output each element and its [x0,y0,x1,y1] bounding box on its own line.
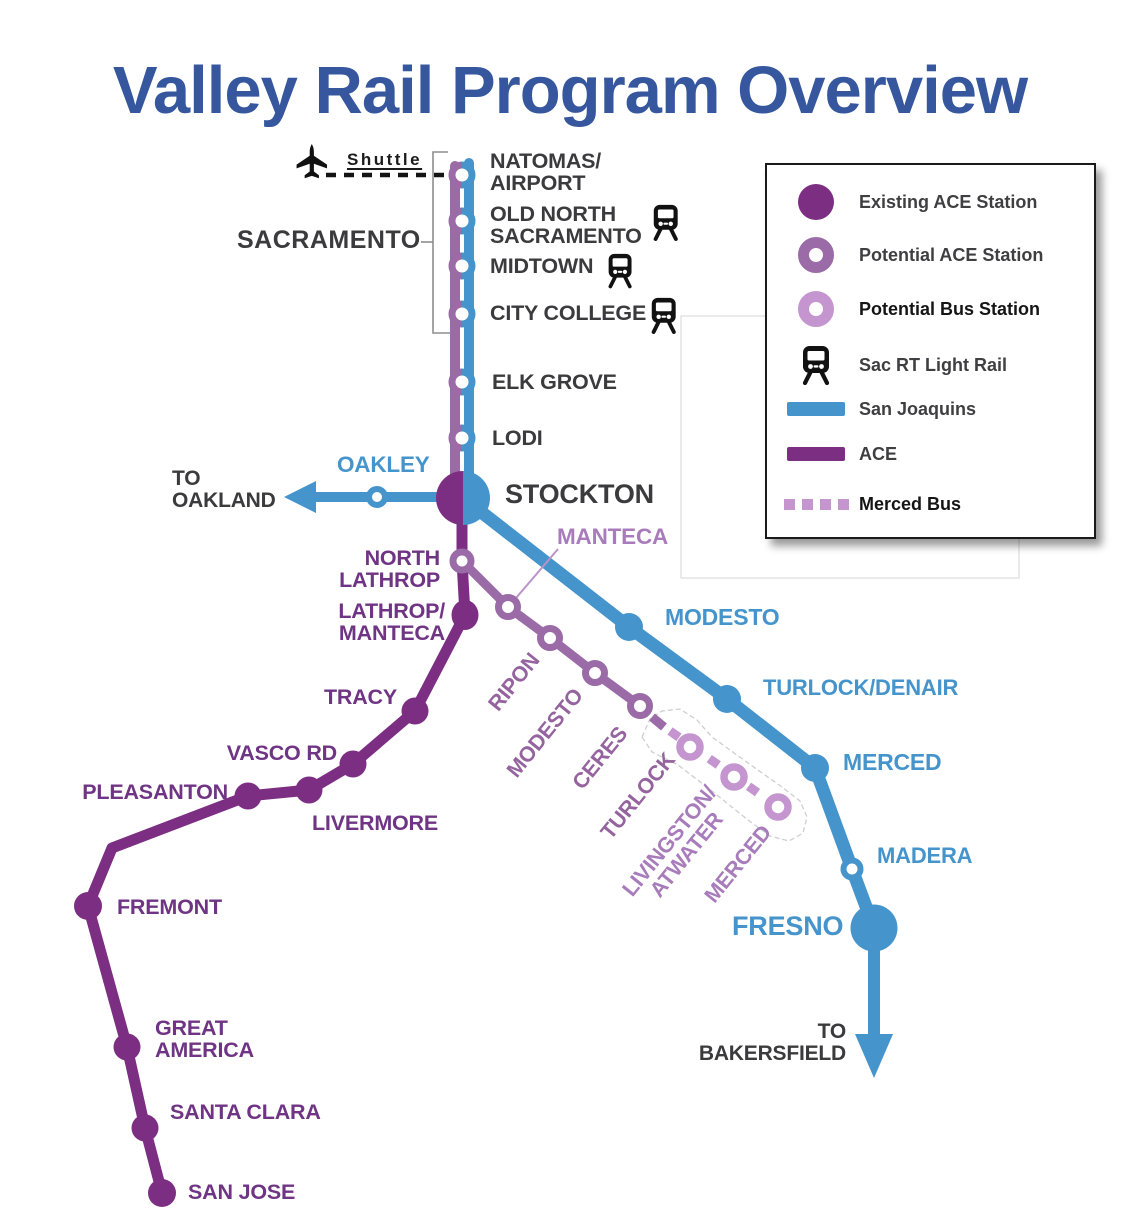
to-bakersfield-label: TO BAKERSFIELD [698,1020,846,1065]
legend-label: Sac RT Light Rail [859,354,1008,375]
light-rail-icon [606,252,634,289]
station-label-great-america: GREAT AMERICA [155,1016,254,1063]
potential-bus-station-icon [798,291,834,327]
legend-label: Merced Bus [859,493,962,514]
station-label-oakley: OAKLEY [337,452,430,477]
station-label-san-jose: SAN JOSE [188,1180,296,1204]
corridor-stations [448,161,476,452]
airplane-icon [296,144,328,179]
legend-item-potential-bus: Potential Bus Station [787,289,1088,329]
legend-item-ace: ACE [787,434,1088,474]
light-rail-icon [800,345,832,385]
station-label-stockton: STOCKTON [505,479,654,509]
legend-label: Existing ACE Station [859,191,1038,212]
light-rail-icon [649,295,678,334]
legend-label: San Joaquins [859,398,977,419]
station-stockton [436,471,490,525]
legend-item-merced-bus: Merced Bus [783,484,1088,524]
legend-item-potential-ace: Potential ACE Station [787,235,1088,275]
potential-bus-stations [676,733,792,821]
station-label-elk-grove: ELK GROVE [492,370,617,394]
existing-ace-stations [74,600,479,1207]
san-joaquins-line-icon [787,402,845,416]
legend-label: Potential ACE Station [859,244,1044,265]
station-label-pleasanton: PLEASANTON [82,780,228,804]
existing-ace-station-icon [798,184,834,220]
station-label-vasco-rd: VASCO RD [226,741,337,765]
station-north-lathrop [449,548,475,574]
legend-label: ACE [859,443,898,464]
station-label-lodi: LODI [492,426,543,450]
station-label-natomas-airport: NATOMAS/ AIRPORT [490,149,602,196]
station-label-fremont: FREMONT [117,895,222,919]
page-title: Valley Rail Program Overview [112,53,1028,128]
to-oakland-arrow [284,481,316,513]
legend: Existing ACE Station Potential ACE Stati… [765,163,1096,539]
shuttle-label: Shuttle [347,150,423,169]
station-label-old-north-sacramento: OLD NORTH SACRAMENTO [490,202,642,249]
merced-bus-line-icon [783,498,849,510]
sacramento-bracket [421,151,450,334]
station-label-tracy: TRACY [323,685,397,709]
station-label-livermore: LIVERMORE [312,811,439,835]
potential-ace-stations [495,594,653,719]
station-label-midtown: MIDTOWN [490,254,594,278]
manteca-pointer-line [515,548,559,599]
light-rail-icon [651,202,680,241]
station-label-madera: MADERA [877,843,973,868]
station-label-modesto-sj: MODESTO [665,604,780,630]
ace-line-icon [787,447,845,461]
san-joaquins-stations [615,613,898,952]
legend-item-existing-ace: Existing ACE Station [787,182,1088,222]
potential-ace-station-icon [798,237,834,273]
station-label-santa-clara: SANTA CLARA [170,1100,321,1124]
sacramento-label: SACRAMENTO [237,226,421,254]
station-label-fresno: FRESNO [732,911,844,941]
station-label-turlock-denair: TURLOCK/DENAIR [763,675,959,700]
legend-label: Potential Bus Station [859,298,1041,319]
legend-item-san-joaquins: San Joaquins [787,389,1088,429]
station-label-north-lathrop: NORTH LATHROP [339,546,440,593]
legend-item-sac-rt: Sac RT Light Rail [787,345,1088,385]
station-label-city-college: CITY COLLEGE [490,301,647,325]
station-label-manteca: MANTECA [557,524,669,549]
station-label-merced-sj: MERCED [843,749,942,775]
station-label-lathrop-manteca: LATHROP/ MANTECA [338,599,445,646]
to-bakersfield-arrow [855,1034,893,1078]
to-oakland-label: TO OAKLAND [172,467,276,512]
bus-corridor-outline [641,708,808,842]
station-oakley [366,486,388,508]
